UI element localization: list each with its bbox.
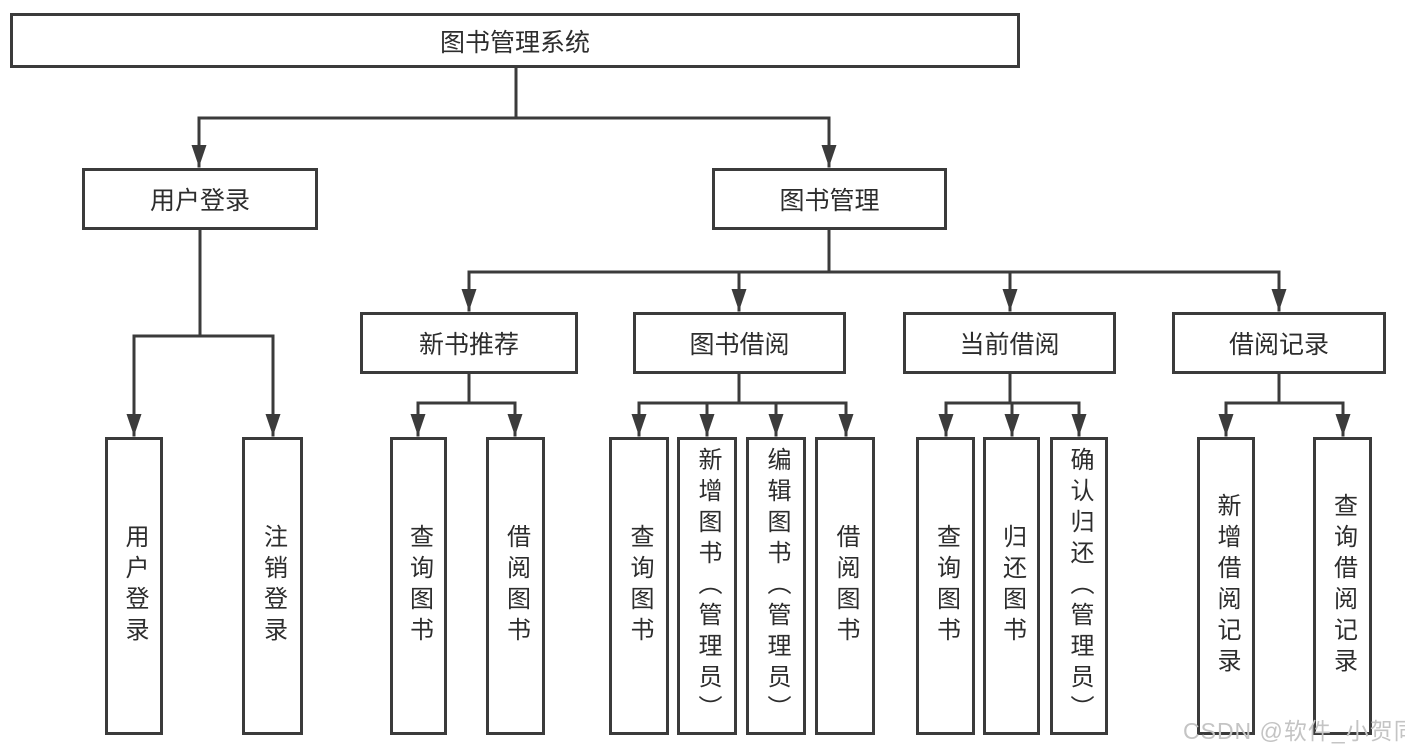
node-library-system: 图书管理系统 [10,13,1020,68]
leaf-records-add-record: 新增借阅记录 [1197,437,1255,735]
leaf-records-query-record: 查询借阅记录 [1313,437,1372,735]
leaf-newbooks-query-books: 查询图书 [390,437,447,735]
leaf-current-query-books: 查询图书 [916,437,975,735]
leaf-borrowing-borrow-books: 借阅图书 [815,437,875,735]
leaf-current-return-books: 归还图书 [983,437,1040,735]
leaf-newbooks-borrow-books: 借阅图书 [486,437,545,735]
leaf-current-confirm-return-admin: 确认归还（管理员） [1050,437,1108,735]
watermark: CSDN @软件_小贺同学 [1183,718,1405,744]
leaf-borrowing-add-books-admin: 新增图书（管理员） [677,437,737,735]
leaf-user-login: 用户登录 [105,437,163,735]
leaf-logout: 注销登录 [242,437,303,735]
leaf-borrowing-query-books: 查询图书 [609,437,669,735]
node-borrowing-records: 借阅记录 [1172,312,1386,374]
node-book-borrowing: 图书借阅 [633,312,846,374]
node-new-book-recommend: 新书推荐 [360,312,578,374]
node-book-management: 图书管理 [712,168,947,230]
node-current-borrowing: 当前借阅 [903,312,1116,374]
node-user-login: 用户登录 [82,168,318,230]
leaf-borrowing-edit-books-admin: 编辑图书（管理员） [746,437,806,735]
